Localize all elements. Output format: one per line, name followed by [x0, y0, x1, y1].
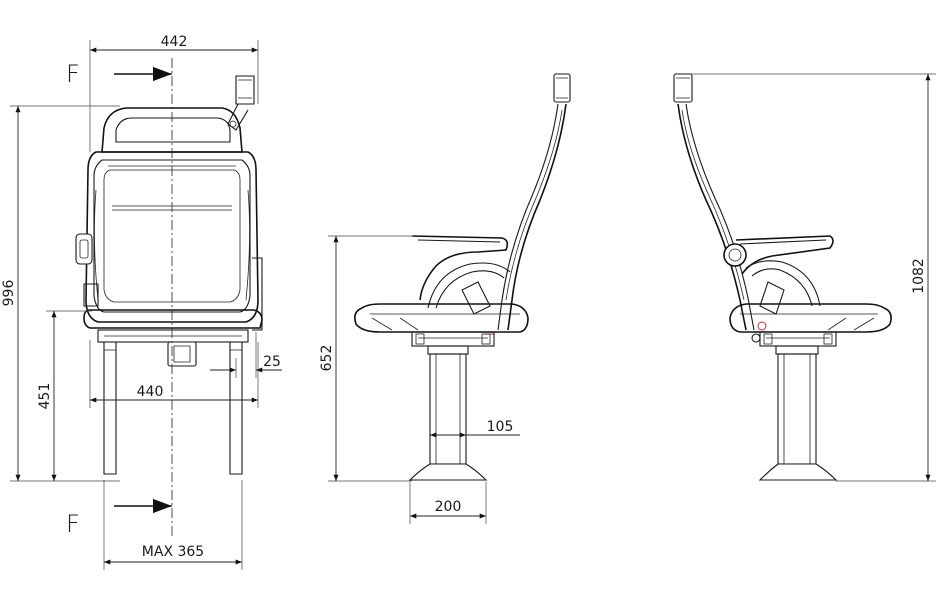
side-view-mirrored [673, 73, 892, 481]
side-view [354, 73, 571, 481]
section-marker-top: F [66, 60, 80, 88]
dim-side-base: 200 [435, 499, 462, 515]
section-marker-bottom: F [66, 510, 80, 538]
dim-front-pedestal: 440 [137, 384, 164, 400]
dim-side-seat-height: 652 [319, 345, 335, 372]
right-dimensions: 1082 [690, 73, 936, 482]
dim-front-height: 996 [1, 280, 17, 307]
dim-front-offset: 25 [263, 354, 281, 370]
dim-front-width: 442 [161, 34, 188, 50]
front-view: F F [66, 58, 263, 538]
dim-right-height: 1082 [911, 258, 927, 294]
dim-front-seat-height: 451 [37, 383, 53, 410]
side-dimensions: 652 105 200 [319, 235, 520, 524]
dim-side-column: 105 [487, 419, 514, 435]
front-dimensions: 442 996 451 440 25 MAX 365 [1, 34, 282, 570]
dim-front-footprint: MAX 365 [142, 544, 204, 560]
